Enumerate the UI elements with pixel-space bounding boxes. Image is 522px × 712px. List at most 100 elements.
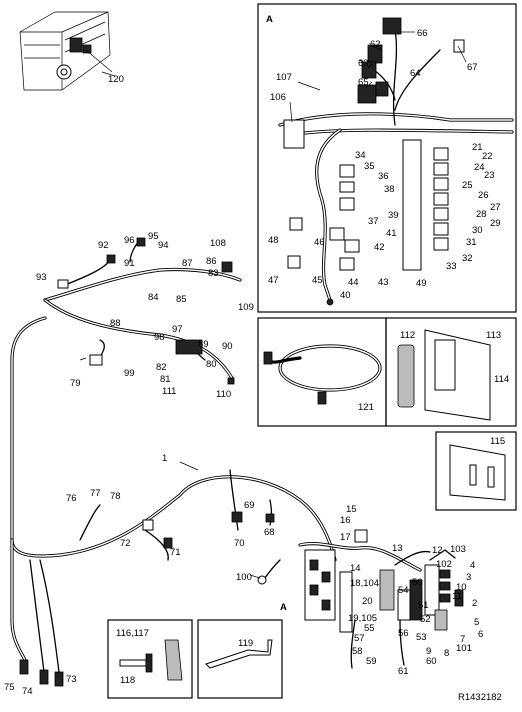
callout-58: 58 [352, 646, 363, 657]
callout-16: 16 [340, 515, 351, 526]
callout-119: 119 [238, 638, 253, 649]
callout-13: 13 [392, 543, 403, 554]
callout-12: 12 [432, 545, 443, 556]
callout-37: 37 [368, 216, 379, 227]
callout-72: 72 [120, 538, 131, 549]
callout-120: 120 [108, 74, 124, 85]
callout-94: 94 [158, 240, 169, 251]
callout-47: 47 [268, 275, 279, 286]
callout-62: 62 [370, 39, 381, 50]
drawing-id: R1432182 [458, 692, 502, 703]
callout-97: 97 [172, 324, 183, 335]
callout-65: 65 [358, 77, 369, 88]
callout-52: 52 [420, 614, 431, 625]
callout-107: 107 [276, 72, 292, 83]
callout-86: 86 [206, 256, 217, 267]
callout-64: 64 [410, 68, 421, 79]
callout-19-105: 19,105 [348, 613, 377, 624]
callout-121: 121 [358, 402, 374, 413]
callout-99: 99 [124, 368, 135, 379]
callout-85: 85 [176, 294, 187, 305]
callout-63: 63 [358, 58, 369, 69]
panel-115 [449, 444, 506, 501]
detail-a-frame [257, 3, 517, 313]
callout-1: 1 [162, 453, 167, 464]
hose-assembly-121 [263, 344, 382, 405]
detail-a-label: A [266, 14, 273, 25]
callout-109: 109 [238, 302, 254, 313]
bracket-119 [205, 639, 273, 669]
callout-113: 113 [486, 330, 501, 341]
callout-11: 11 [452, 591, 462, 602]
callout-106: 106 [270, 92, 286, 103]
callout-42: 42 [374, 242, 385, 253]
callout-69: 69 [244, 500, 255, 511]
callout-81: 81 [160, 374, 171, 385]
callout-43: 43 [378, 277, 389, 288]
callout-101: 101 [456, 643, 472, 654]
callout-6: 6 [478, 629, 483, 640]
callout-31: 31 [466, 237, 477, 248]
callout-25: 25 [462, 180, 473, 191]
callout-80: 80 [206, 359, 217, 370]
callout-23: 23 [484, 170, 495, 181]
callout-34: 34 [355, 150, 366, 161]
detail-a-harness [278, 17, 514, 306]
main-harness [10, 316, 337, 687]
detail-112-114-frame [385, 317, 517, 427]
callout-27: 27 [490, 202, 501, 213]
callout-76: 76 [66, 493, 77, 504]
callout-30: 30 [472, 225, 483, 236]
callout-40: 40 [340, 290, 351, 301]
callout-20: 20 [362, 596, 373, 607]
detail-115-frame [435, 431, 517, 511]
callout-29: 29 [490, 218, 501, 229]
callout-100: 100 [236, 572, 252, 583]
callout-7: 7 [460, 634, 465, 645]
callout-90: 90 [222, 341, 233, 352]
callout-96: 96 [124, 235, 135, 246]
callout-17: 17 [340, 532, 351, 543]
callout-68: 68 [264, 527, 275, 538]
callout-46: 46 [314, 237, 325, 248]
callout-84: 84 [148, 292, 159, 303]
mounting-plate-114 [397, 329, 491, 421]
callout-53: 53 [416, 632, 427, 643]
callout-114: 114 [494, 374, 509, 385]
callouts: 120 A 66 67 62 63 64 65 107 106 21 22 23… [4, 14, 509, 703]
callout-26: 26 [478, 190, 489, 201]
callout-70: 70 [234, 538, 245, 549]
callout-9: 9 [426, 646, 431, 657]
callout-4: 4 [470, 560, 475, 571]
callout-55: 55 [364, 623, 375, 634]
detail-119-frame [197, 619, 283, 699]
callout-98: 98 [154, 332, 165, 343]
callout-89: 89 [198, 339, 209, 350]
callout-38: 38 [384, 184, 395, 195]
callout-15: 15 [346, 504, 357, 515]
callout-21: 21 [472, 142, 483, 153]
lower-right-harness [298, 529, 464, 669]
callout-50: 50 [412, 577, 423, 588]
callout-103: 103 [450, 544, 466, 555]
callout-48: 48 [268, 235, 279, 246]
callout-78: 78 [110, 491, 121, 502]
callout-88: 88 [110, 318, 121, 329]
callout-45: 45 [312, 275, 323, 286]
callout-35: 35 [364, 161, 375, 172]
leader-lines [79, 31, 467, 579]
detail-116-118-frame [107, 619, 193, 699]
callout-14: 14 [350, 563, 361, 574]
callout-74: 74 [22, 686, 33, 697]
callout-5: 5 [474, 617, 479, 628]
callout-10: 10 [456, 582, 467, 593]
callout-95: 95 [148, 231, 159, 242]
callout-2: 2 [472, 598, 477, 609]
callout-60: 60 [426, 656, 437, 667]
callout-79: 79 [70, 378, 81, 389]
callout-36: 36 [378, 171, 389, 182]
clip-116-118 [119, 639, 183, 681]
callout-54: 54 [398, 585, 409, 596]
